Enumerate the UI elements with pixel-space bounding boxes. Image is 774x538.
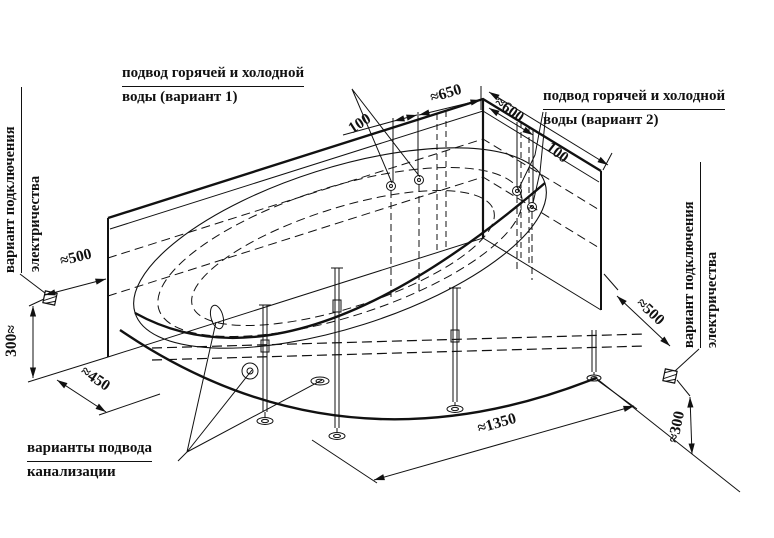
label-water-variant1: подвод горячей и холодной воды (вариант … xyxy=(122,63,305,109)
frame-legs xyxy=(256,267,602,440)
label-sewage: варианты подвода канализации xyxy=(27,438,153,484)
sewage-points xyxy=(209,304,330,386)
label-electric-left-line1: вариант подключения xyxy=(2,87,22,273)
label-water-variant2-line2: воды (вариант 2) xyxy=(543,111,659,128)
label-water-variant2-line1: подвод горячей и холодной xyxy=(543,86,726,110)
electric-point-left xyxy=(42,290,58,306)
dimension-lines xyxy=(28,86,695,484)
label-sewage-line1: варианты подвода xyxy=(27,438,153,462)
label-electric-right-line1: вариант подключения xyxy=(681,162,701,348)
label-electric-right-line2: электричества xyxy=(704,251,720,348)
label-water-variant1-line2: воды (вариант 1) xyxy=(122,88,238,105)
label-electric-left-line2: электричества xyxy=(27,175,43,272)
label-water-variant1-line1: подвод горячей и холодной xyxy=(122,63,305,87)
label-water-variant2: подвод горячей и холодной воды (вариант … xyxy=(543,86,726,132)
dim-300-left: 300≈ xyxy=(3,325,20,357)
leader-lines xyxy=(19,88,700,462)
label-sewage-line2: канализации xyxy=(27,463,116,480)
electric-point-right xyxy=(662,368,678,384)
front-apron xyxy=(119,329,597,421)
